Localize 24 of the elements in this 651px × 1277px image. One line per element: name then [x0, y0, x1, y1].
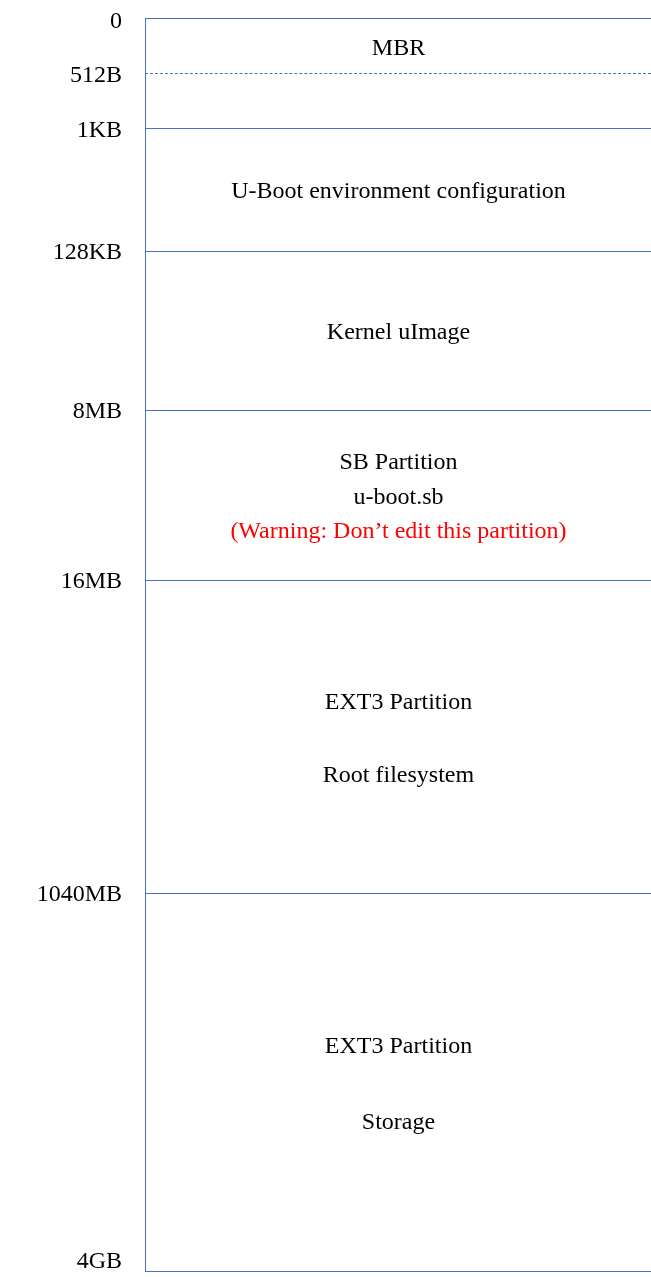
region-text: Storage	[361, 1107, 436, 1136]
memory-region	[145, 893, 651, 1272]
region-text: U-Boot environment configuration	[231, 176, 566, 206]
offset-label: 1KB	[76, 117, 122, 141]
memory-region	[145, 18, 651, 128]
memory-region	[145, 128, 651, 251]
offset-label: 16MB	[60, 568, 122, 592]
offset-label: 512B	[70, 62, 122, 86]
region-text: SB Partition	[339, 446, 458, 476]
region-text: u-boot.sb	[353, 481, 444, 511]
memory-region	[145, 251, 651, 410]
offset-label: 128KB	[52, 239, 122, 263]
region-text: EXT3 Partition	[324, 686, 473, 716]
offset-label: 0	[110, 8, 122, 32]
region-text: MBR	[371, 32, 426, 62]
offset-label: 1040MB	[36, 881, 122, 905]
offset-label: 4GB	[76, 1248, 122, 1272]
region-text: Root filesystem	[322, 759, 475, 789]
region-text: (Warning: Don’t edit this partition)	[230, 516, 567, 546]
memory-region	[145, 580, 651, 893]
region-text: EXT3 Partition	[324, 1031, 473, 1061]
offset-label: 8MB	[72, 398, 122, 422]
region-text: Kernel uImage	[326, 317, 471, 347]
memory-region	[145, 410, 651, 580]
